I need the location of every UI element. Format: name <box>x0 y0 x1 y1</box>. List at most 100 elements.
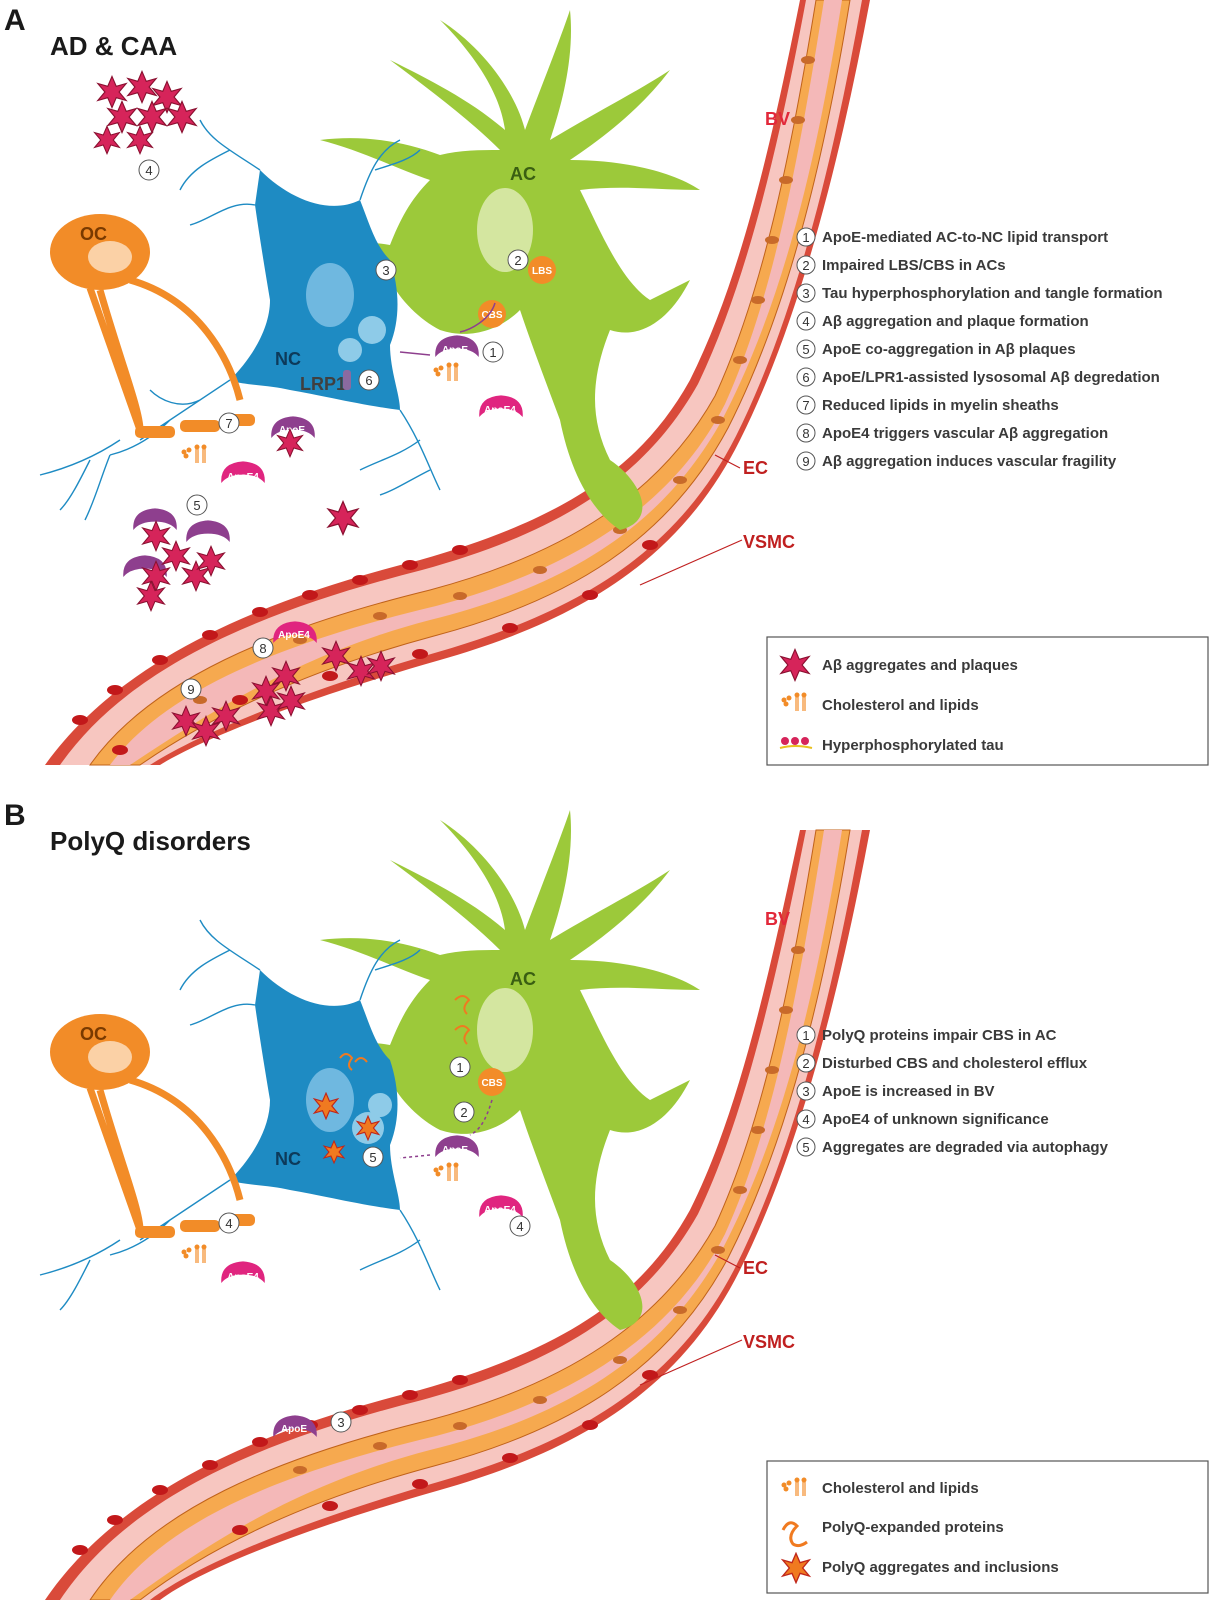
step-b-number-circle <box>796 1081 816 1101</box>
step-b-number: 3 <box>802 1084 809 1099</box>
legend-b-item-3: PolyQ aggregates and inclusions <box>822 1559 1059 1576</box>
step-a-number: 1 <box>802 230 809 245</box>
vsmc-label-a: VSMC <box>743 532 795 552</box>
step-a-number: 2 <box>802 258 809 273</box>
apoe4-label-a3: ApoE4 <box>278 630 310 641</box>
panel-b: B PolyQ disorders <box>4 799 1209 1600</box>
ec-label-a: EC <box>743 458 768 478</box>
marker-a-5: 5 <box>193 498 200 513</box>
step-b-number: 2 <box>802 1056 809 1071</box>
apoe-label-b2: ApoE <box>281 1424 307 1435</box>
step-b-number-circle <box>796 1109 816 1129</box>
neuron-dendrites <box>39 119 441 521</box>
step-list-a: 1 ApoE-mediated AC-to-NC lipid transport 2… <box>796 227 1163 471</box>
apoe4-label-b1: ApoE4 <box>484 1205 516 1216</box>
step-markers-b <box>218 1056 531 1433</box>
step-a-text: ApoE/LPR1-assisted lysosomal Aβ degredat… <box>822 369 1160 386</box>
marker-a-9: 9 <box>187 682 194 697</box>
step-b-text: ApoE is increased in BV <box>822 1083 995 1100</box>
step-a-text: Aβ aggregation and plaque formation <box>822 313 1089 330</box>
legend-a-item-3: Hyperphosphorylated tau <box>822 737 1004 754</box>
step-markers-a <box>138 159 529 700</box>
step-a-number-circle <box>796 227 816 247</box>
step-a-text: ApoE co-aggregation in Aβ plaques <box>822 341 1076 358</box>
oc-label-b: OC <box>80 1024 107 1044</box>
step-a-number: 8 <box>802 426 809 441</box>
ac-label: AC <box>510 164 536 184</box>
vascular-apoe-b: ApoE <box>273 1415 317 1437</box>
step-a-number-circle <box>796 423 816 443</box>
panel-b-title: PolyQ disorders <box>50 826 251 856</box>
step-a-text: Reduced lipids in myelin sheaths <box>822 397 1059 414</box>
blood-vessel <box>45 0 870 766</box>
step-a-number: 9 <box>802 454 809 469</box>
step-a-text: Aβ aggregation induces vascular fragilit… <box>822 453 1117 470</box>
panel-a: A AD & CAA AC <box>4 0 1209 766</box>
marker-a-3: 3 <box>382 263 389 278</box>
legend-a: Aβ aggregates and plaques Cholesterol an… <box>766 636 1209 766</box>
bv-label-b: BV <box>765 909 790 929</box>
oc-label: OC <box>80 224 107 244</box>
step-a-number: 4 <box>802 314 809 329</box>
ac-label-b: AC <box>510 969 536 989</box>
apoe-lrp1-complex: ApoE <box>271 416 315 458</box>
apoe4-label-a1: ApoE4 <box>484 405 516 416</box>
step-b-text: PolyQ proteins impair CBS in AC <box>822 1027 1057 1044</box>
step-b-number: 1 <box>802 1028 809 1043</box>
step-a-text: Impaired LBS/CBS in ACs <box>822 257 1006 274</box>
marker-a-1: 1 <box>489 345 496 360</box>
oc-lipid-apoe4: ApoE4 <box>180 443 265 483</box>
step-b-text: Disturbed CBS and cholesterol efflux <box>822 1055 1088 1072</box>
marker-b-2: 2 <box>460 1105 467 1120</box>
lbs-label: LBS <box>532 266 552 277</box>
marker-b-4a: 4 <box>225 1216 232 1231</box>
apoe-label-a2: ApoE <box>279 425 305 436</box>
step-b-number-circle <box>796 1137 816 1157</box>
marker-b-1: 1 <box>456 1060 463 1075</box>
cbs-label-b: CBS <box>481 1078 502 1089</box>
oc-lipid-apoe4-b: ApoE4 <box>180 1243 265 1283</box>
step-a-number-circle <box>796 395 816 415</box>
step-b-number-circle <box>796 1053 816 1073</box>
marker-b-5: 5 <box>369 1150 376 1165</box>
panel-a-letter: A <box>4 4 26 37</box>
step-a-number-circle <box>796 367 816 387</box>
legend-b: Cholesterol and lipids PolyQ-expanded pr… <box>766 1460 1209 1594</box>
polyq-protein-icon <box>781 1521 808 1548</box>
tau-icon <box>779 737 813 749</box>
vessel-cell-nuclei <box>72 540 658 755</box>
step-a-number-circle <box>796 339 816 359</box>
bv-label-a: BV <box>765 109 790 129</box>
oligodendrocyte-b <box>50 1014 255 1238</box>
vsmc-label-b: VSMC <box>743 1332 795 1352</box>
step-a-number: 3 <box>802 286 809 301</box>
step-a-number-circle <box>796 311 816 331</box>
step-b-text: Aggregates are degraded via autophagy <box>822 1139 1109 1156</box>
step-a-text: Tau hyperphosphorylation and tangle form… <box>822 285 1163 302</box>
legend-a-item-2: Cholesterol and lipids <box>822 697 979 714</box>
step-a-number-circle <box>796 451 816 471</box>
lrp1-label: LRP1 <box>300 374 346 394</box>
oligodendrocyte: OC <box>50 214 255 438</box>
neuron: NC LRP1 <box>230 170 400 410</box>
ec-label-b: EC <box>743 1258 768 1278</box>
nc-label-b: NC <box>275 1149 301 1169</box>
step-a-number: 5 <box>802 342 809 357</box>
marker-b-4b: 4 <box>516 1219 523 1234</box>
apoe-ac-complex: ApoE ApoE4 <box>399 302 523 417</box>
marker-a-4: 4 <box>145 163 152 178</box>
astrocyte-b <box>300 810 700 1330</box>
marker-a-8: 8 <box>259 641 266 656</box>
step-a-number: 6 <box>802 370 809 385</box>
step-b-text: ApoE4 of unknown significance <box>822 1111 1049 1128</box>
apoe4-label-a2: ApoE4 <box>227 472 259 483</box>
step-a-text: ApoE-mediated AC-to-NC lipid transport <box>822 229 1108 246</box>
marker-b-3: 3 <box>337 1415 344 1430</box>
step-b-number: 4 <box>802 1112 809 1127</box>
amyloid-monomer <box>327 500 359 536</box>
panel-a-title: AD & CAA <box>50 31 177 61</box>
marker-a-7: 7 <box>225 416 232 431</box>
step-list-b: 1 PolyQ proteins impair CBS in AC 2 Disturb… <box>796 1025 1109 1157</box>
step-b-number: 5 <box>802 1140 809 1155</box>
